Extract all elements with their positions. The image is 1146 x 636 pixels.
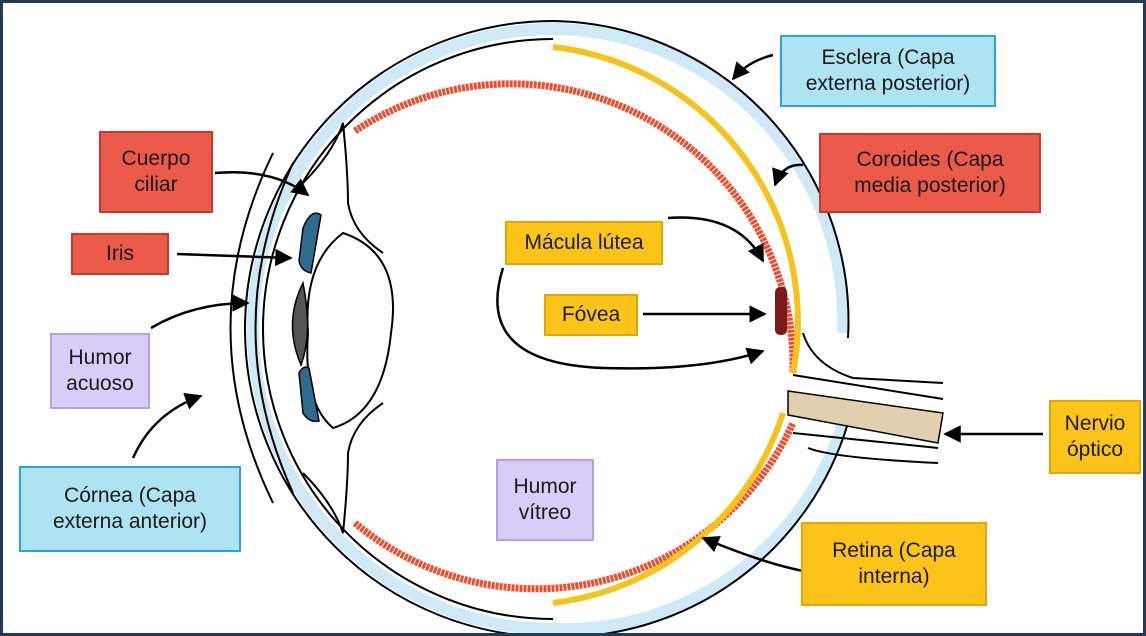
label-esclera-line2: externa posterior) <box>806 71 971 97</box>
optic-nerve-sheath-top <box>803 333 943 383</box>
label-retina-line2: interna) <box>832 564 956 590</box>
fovea-spot <box>775 287 787 335</box>
label-humor-vitreo-line1: Humor <box>513 474 576 500</box>
arrow-esclera <box>733 55 773 79</box>
label-cornea-line2: externa anterior) <box>53 509 207 535</box>
arrow-macula <box>668 218 763 261</box>
arrow-iris <box>177 254 291 258</box>
lens <box>307 233 393 428</box>
label-cuerpo-ciliar-line2: ciliar <box>122 172 191 198</box>
label-retina-line1: Retina (Capa <box>832 538 956 564</box>
label-humor-acuoso-line2: acuoso <box>66 371 134 397</box>
label-iris-text: Iris <box>106 241 134 267</box>
pupil <box>292 283 307 365</box>
label-humor-vitreo-line2: vítreo <box>513 500 576 526</box>
label-nervio-line2: óptico <box>1065 437 1126 463</box>
label-macula-text: Mácula lútea <box>524 230 643 256</box>
arrow-humor-acuoso <box>151 303 248 328</box>
label-nervio-line1: Nervio <box>1065 411 1126 437</box>
label-coroides-line2: media posterior) <box>854 173 1006 199</box>
label-macula: Mácula lútea <box>505 221 663 265</box>
label-cuerpo-ciliar-line1: Cuerpo <box>122 146 191 172</box>
label-coroides-line1: Coroides (Capa <box>854 147 1006 173</box>
label-fovea-text: Fóvea <box>562 302 620 328</box>
label-cornea-line1: Córnea (Capa <box>53 483 207 509</box>
label-iris: Iris <box>71 233 169 275</box>
label-fovea: Fóvea <box>544 294 638 336</box>
eye-outer-outline <box>245 21 553 636</box>
label-esclera-line1: Esclera (Capa <box>806 45 971 71</box>
label-humor-acuoso-line1: Humor <box>66 345 134 371</box>
sclera-band-lower <box>553 423 843 629</box>
